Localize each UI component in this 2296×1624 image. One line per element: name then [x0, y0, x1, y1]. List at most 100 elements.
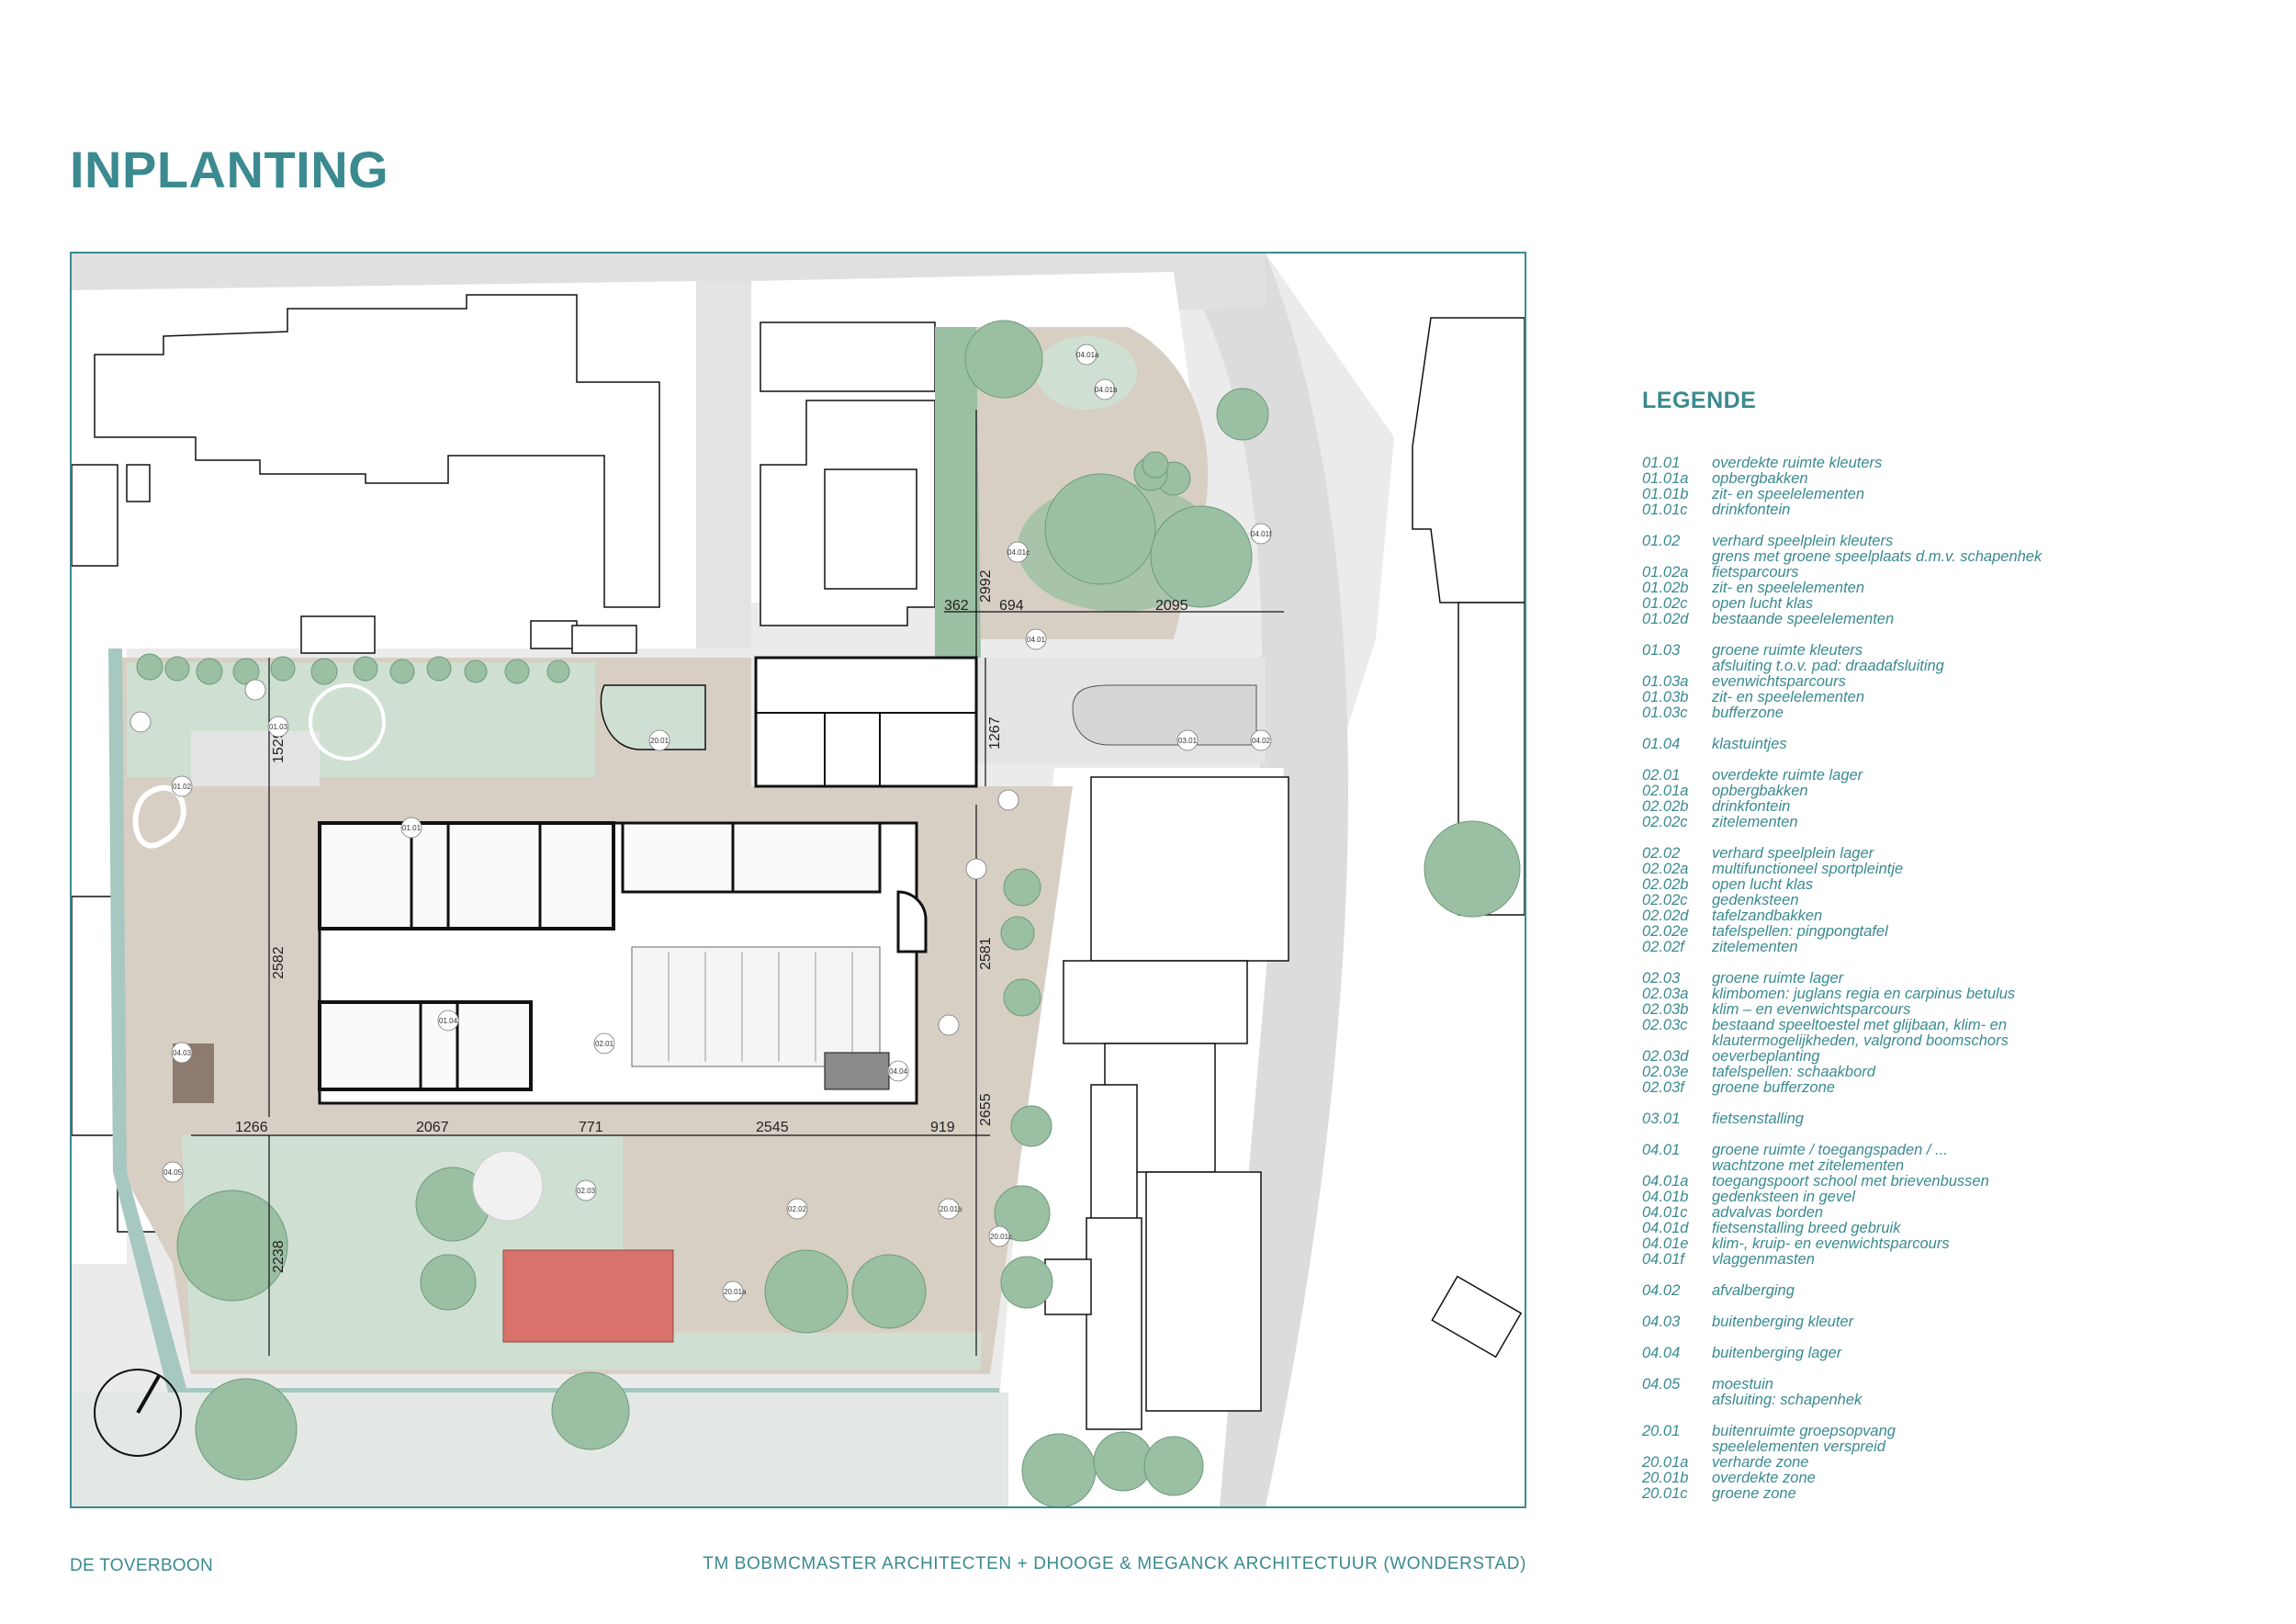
dim-919: 919 — [930, 1120, 955, 1135]
legend-code: 04.01d — [1642, 1220, 1689, 1236]
legend-code: 02.02b — [1642, 876, 1689, 893]
legend-item: 02.02a multifunctioneel sportpleintje — [1642, 862, 2276, 877]
legend-item: 20.01 buitenruimte groepsopvang — [1642, 1424, 2276, 1439]
legend-text: klimbomen: juglans regia en carpinus bet… — [1712, 986, 2016, 1002]
legend-code: 20.01c — [1642, 1485, 1688, 1502]
legend-code: 04.01e — [1642, 1235, 1689, 1252]
trees — [136, 320, 1521, 1506]
legend-text: fietsenstalling breed gebruik — [1712, 1220, 1901, 1236]
north-arrow-icon — [94, 1369, 182, 1457]
legend-code: 02.02f — [1642, 939, 1684, 955]
label-0403: 04.03 — [173, 1049, 192, 1057]
legend-item: 02.02c gedenksteen — [1642, 893, 2276, 908]
dim-2581: 2581 — [978, 937, 994, 970]
label-2001: 20.01 — [650, 737, 670, 745]
legend-code: 01.03a — [1642, 673, 1689, 690]
legend-text: gedenksteen — [1712, 892, 1799, 908]
legend-text: zitelementen — [1712, 939, 1798, 955]
legend-title: LEGENDE — [1642, 388, 1757, 413]
legend-code: 01.01a — [1642, 470, 1689, 487]
legend-text: verhard speelplein kleuters — [1712, 533, 1894, 549]
legend-text: tafelzandbakken — [1712, 908, 1823, 924]
dim-694: 694 — [999, 598, 1024, 614]
legend-text: vlaggenmasten — [1712, 1251, 1815, 1268]
dim-1529: 1529 — [271, 730, 287, 763]
legend-code: 20.01 — [1642, 1423, 1681, 1439]
legend-code: 01.01 — [1642, 455, 1681, 471]
legend-text: grens met groene speelplaats d.m.v. scha… — [1712, 548, 2043, 565]
legend-code: 02.02d — [1642, 908, 1689, 924]
label-0101: 01.01 — [402, 824, 422, 832]
dim-362: 362 — [944, 598, 969, 614]
legend-code: 02.02a — [1642, 861, 1689, 877]
legend-item: 04.03 buitenberging kleuter — [1642, 1314, 2276, 1330]
legend-text: overdekte zone — [1712, 1470, 1816, 1486]
legend-text: groene ruimte lager — [1712, 970, 1844, 987]
legend-text: gedenksteen in gevel — [1712, 1189, 1855, 1205]
legend-code: 02.03d — [1642, 1048, 1689, 1065]
legend-code — [1642, 1439, 1712, 1455]
school-building-main — [318, 821, 928, 1105]
legend-code: 03.01 — [1642, 1111, 1681, 1127]
label-0202: 02.02 — [788, 1205, 807, 1213]
legend-text: multifunctioneel sportpleintje — [1712, 861, 1904, 877]
legend-text: buitenberging kleuter — [1712, 1314, 1854, 1330]
legend-text: moestuin — [1712, 1376, 1773, 1393]
legend-text: zit- en speelelementen — [1712, 486, 1865, 502]
legend-code: 02.02c — [1642, 814, 1688, 830]
page-title: INPLANTING — [70, 141, 389, 198]
legend-group: 04.03 buitenberging kleuter — [1642, 1314, 2276, 1330]
dim-771: 771 — [579, 1120, 603, 1135]
dim-2095: 2095 — [1155, 598, 1188, 614]
play-circle-south — [472, 1150, 544, 1222]
dim-2992: 2992 — [978, 570, 994, 603]
legend-item: 02.02d tafelzandbakken — [1642, 908, 2276, 924]
dim-1267: 1267 — [987, 716, 1003, 750]
legend-code: 02.02c — [1642, 892, 1688, 908]
legend-text: buitenruimte groepsopvang — [1712, 1423, 1896, 1439]
legend-item: 04.01f vlaggenmasten — [1642, 1252, 2276, 1268]
play-circle — [309, 683, 386, 761]
path-kleuters — [191, 731, 320, 786]
label-0401c: 04.01c — [1007, 548, 1030, 557]
zone-markers — [129, 344, 1272, 1303]
legend-code: 02.03b — [1642, 1001, 1689, 1018]
legend-text: overdekte ruimte lager — [1712, 767, 1863, 784]
legend-code: 02.03e — [1642, 1064, 1689, 1080]
legend-code: 02.01 — [1642, 767, 1681, 784]
label-0404: 04.04 — [889, 1067, 908, 1076]
architects-credit: TM BOBMCMASTER ARCHITECTEN + DHOOGE & ME… — [703, 1554, 1526, 1573]
legend-text: wachtzone met zitelementen — [1712, 1157, 1905, 1174]
legend-text: fietsenstalling — [1712, 1111, 1804, 1127]
legend-code: 04.01f — [1642, 1251, 1684, 1268]
legend-text: advalvas borden — [1712, 1204, 1824, 1221]
legend-code: 01.04 — [1642, 736, 1681, 752]
legend-code: 04.03 — [1642, 1314, 1681, 1330]
legend-code: 02.02b — [1642, 798, 1689, 815]
label-2001b: 20.01b — [940, 1205, 962, 1213]
label-0401: 04.01 — [1027, 636, 1046, 644]
